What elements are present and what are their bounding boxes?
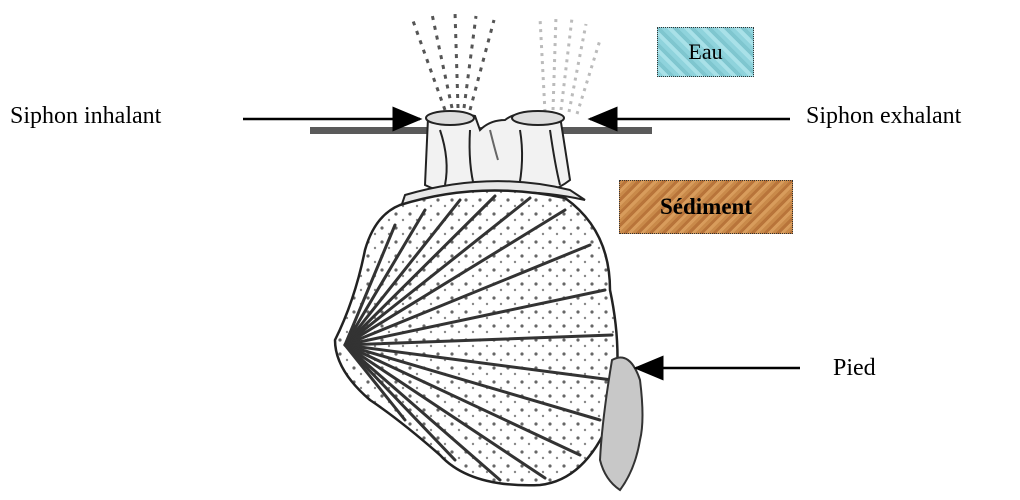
siphon-inhalant-label: Siphon inhalant	[10, 104, 161, 128]
shell	[335, 190, 618, 485]
inhalant-water-jets	[412, 12, 494, 110]
sediment-label-box: Sédiment	[619, 180, 793, 234]
exhalant-water-jets	[540, 16, 600, 114]
water-label: Eau	[688, 39, 722, 65]
sediment-label: Sédiment	[660, 194, 752, 220]
siphon-exhalant-label: Siphon exhalant	[806, 104, 961, 128]
pied-label: Pied	[833, 356, 876, 380]
water-label-box: Eau	[657, 27, 754, 77]
